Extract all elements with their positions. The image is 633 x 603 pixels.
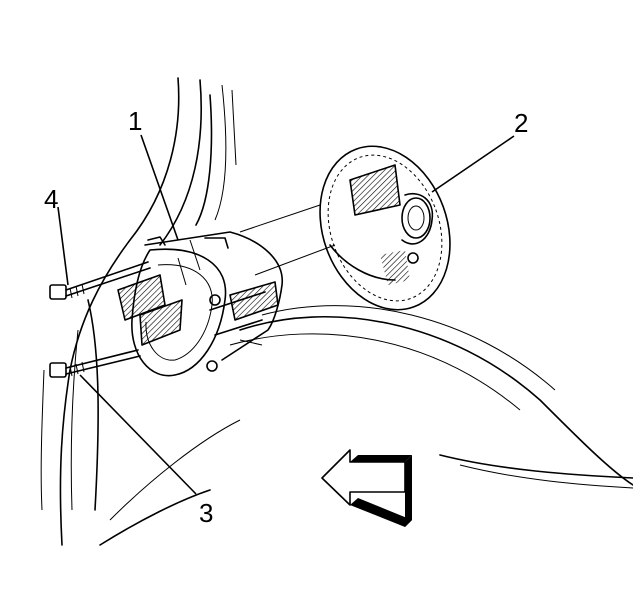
- screw-lower: [49, 349, 141, 378]
- leader-3: [79, 374, 197, 495]
- arrow-left-icon: [321, 449, 412, 527]
- screw-upper: [49, 261, 151, 300]
- vehicle-body-panel: [40, 77, 633, 546]
- leader-1: [140, 134, 179, 241]
- leader-2: [431, 135, 515, 193]
- leader-lines: [57, 134, 515, 495]
- fuel-door: [319, 145, 451, 311]
- callout-2: 2: [514, 108, 528, 138]
- leader-4: [57, 206, 69, 286]
- callout-3: 3: [199, 498, 213, 528]
- callout-1: 1: [128, 106, 142, 136]
- fuel-filler-housing: [117, 204, 336, 377]
- callout-4: 4: [44, 184, 58, 214]
